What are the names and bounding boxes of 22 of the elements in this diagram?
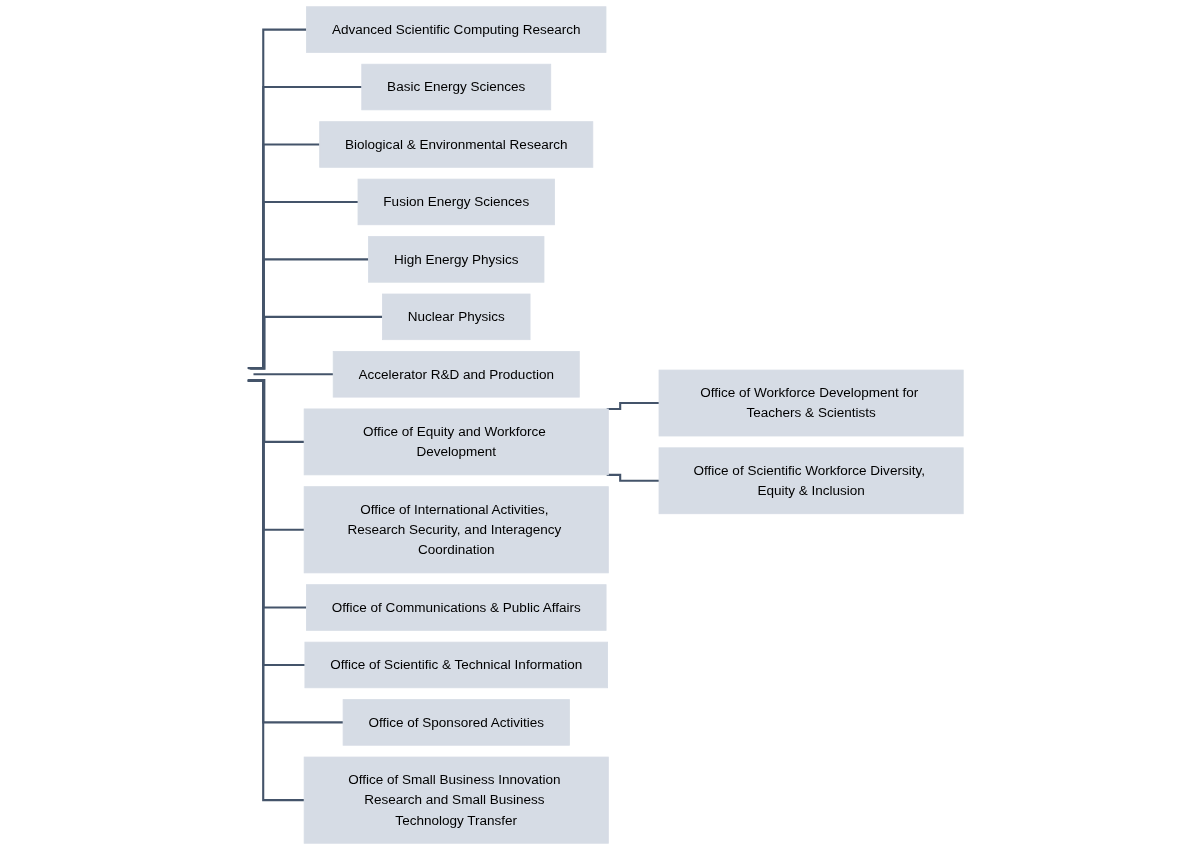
office-box: High Energy Physics [368,236,545,283]
office-box: Office of Scientific & Technical Information [304,641,608,689]
office-box: Advanced Scientific Computing Research [306,6,607,53]
office-box: Office of International Activities, Research Security, and Interagency Coordination [303,486,609,574]
connector-line [248,379,305,531]
connector-line [248,258,369,370]
office-box: Office of Sponsored Activities [342,699,570,746]
office-box: Office of Scientific Workforce Diversity, Equity & Inclusion [658,447,964,515]
office-box: Office of Workforce Development for Teachers & Scientists [658,369,964,437]
connector-line [606,473,660,482]
connector-line [250,315,383,370]
connector-line [248,200,358,370]
connector-line [247,379,305,802]
office-box: Biological & Environmental Research [319,121,594,168]
office-box: Office of Small Business Innovation Research and Small Business Technology Transfer [303,756,609,844]
office-box: Fusion Energy Sciences [357,178,555,226]
connector-line [253,373,334,376]
office-box: Office of Equity and Workforce Development [303,408,609,476]
office-box: Office of Communications & Public Affairs [306,584,607,631]
office-box: Basic Energy Sciences [361,63,552,111]
office-box: Accelerator R&D and Production [332,351,580,398]
office-box: Nuclear Physics [382,293,531,341]
